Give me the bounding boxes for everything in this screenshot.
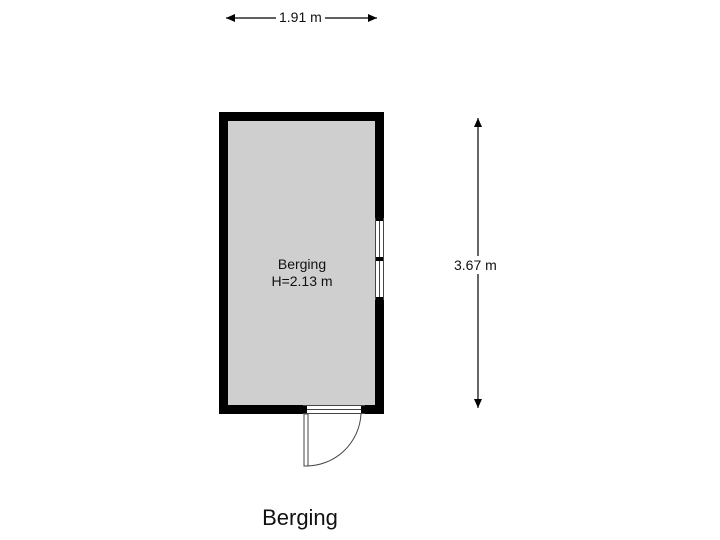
room-height-label: H=2.13 m <box>271 273 333 289</box>
door <box>303 405 365 467</box>
arrow-left-icon <box>226 14 235 22</box>
room-name-label: Berging <box>277 256 327 272</box>
room-floor <box>228 121 375 405</box>
length-dimension-label: 3.67 m <box>452 256 499 274</box>
arrow-right-icon <box>368 14 377 22</box>
door-leaf <box>303 413 309 467</box>
door-swing-arc <box>305 413 362 467</box>
arrow-up-icon <box>474 118 482 127</box>
floorplan-title: Berging <box>262 505 338 530</box>
width-dimension-label: 1.91 m <box>276 9 325 25</box>
window <box>375 218 384 300</box>
arrow-down-icon <box>474 399 482 408</box>
